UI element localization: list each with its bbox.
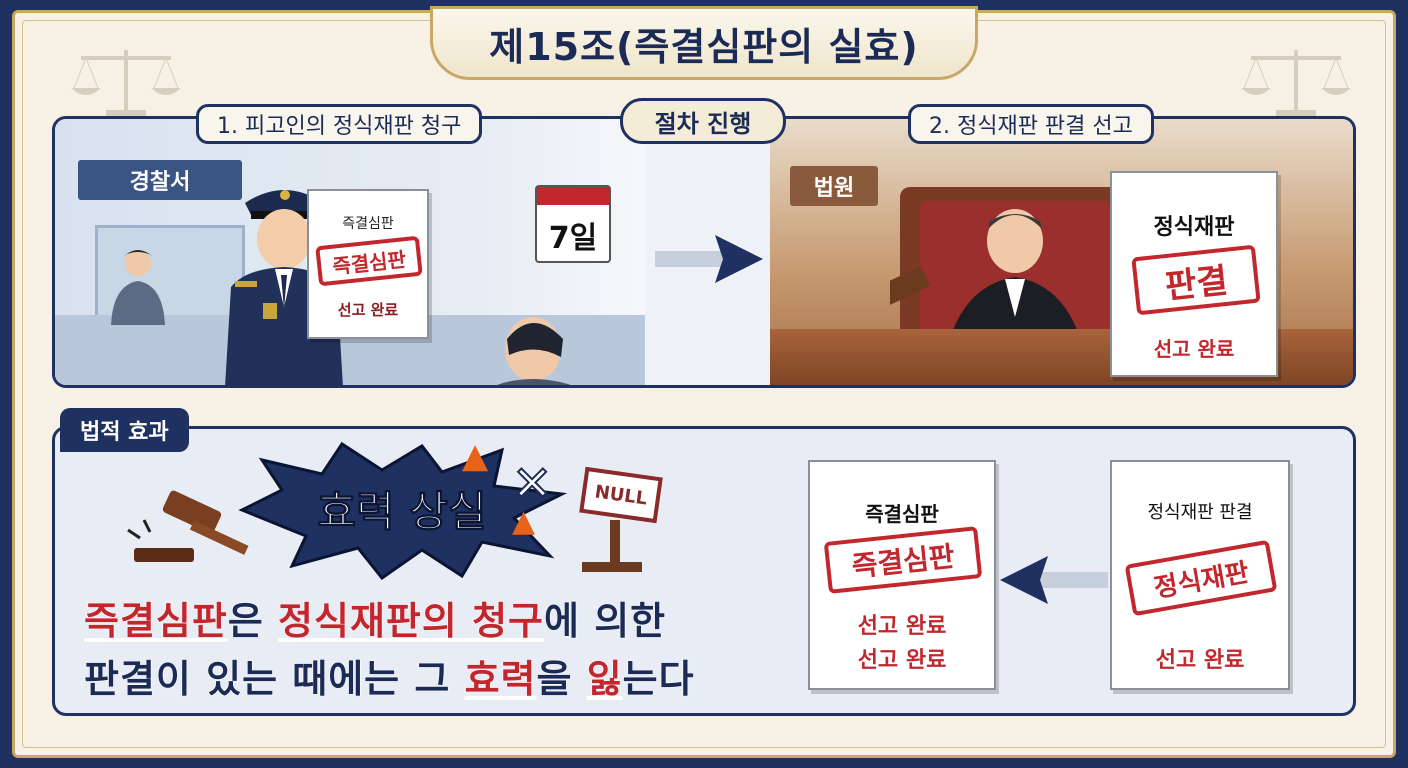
document-stamp: 정식재판 [1124, 539, 1278, 617]
nullify-label: 효력 상실 [317, 486, 487, 536]
defendant-figure [497, 317, 571, 385]
document-footer: 선고 완료 [337, 301, 399, 319]
rule-text: 는다 [622, 657, 695, 702]
summary-trial-document: 즉결심판 즉결심판 선고 완료 [307, 189, 429, 339]
place-tag-police-station: 경찰서 [78, 160, 242, 200]
null-sign-base [582, 562, 642, 572]
procedure-badge: 절차 진행 [620, 98, 786, 144]
invalidated-summary-trial-document: 즉결심판 즉결심판 선고 완료 선고 완료 [808, 460, 996, 690]
document-footer: 선고 완료 [1155, 648, 1245, 673]
nullify-burst-shape [238, 441, 568, 580]
rule-text: 은 [227, 599, 279, 644]
null-sign-post [610, 520, 620, 570]
police-station-scene: 즉결심판 즉결심판 선고 완료 7일 [55, 119, 645, 385]
place-tag-court: 법원 [790, 166, 878, 206]
procedure-panel: 즉결심판 즉결심판 선고 완료 7일 정식재판 판결 선고 완료 [52, 116, 1356, 388]
rule-text: 에 의한 [543, 599, 667, 644]
scales-of-justice-icon [71, 50, 181, 118]
calendar-days: 7일 [548, 221, 598, 256]
document-footer: 선고 완료 [1153, 337, 1235, 361]
rule-term-formal-trial-request: 정식재판의 청구 [278, 599, 544, 644]
document-stamp: 즉결심판 [823, 526, 983, 594]
step1-label: 1. 피고인의 정식재판 청구 [196, 104, 483, 144]
arrow-right-icon [655, 235, 763, 283]
gavel-icon [127, 490, 249, 562]
document-stamp: 즉결심판 [315, 235, 423, 287]
title-plate: 제15조(즉결심판의 실효) [430, 6, 978, 80]
calendar-icon: 7일 [535, 185, 611, 263]
fire-icon: ▲ [462, 436, 489, 476]
document-footer: 선고 완료 [857, 614, 947, 639]
document-footer: 선고 완료 [857, 648, 947, 673]
document-header: 정식재판 [1153, 215, 1235, 240]
fire-icon: ▲ [512, 504, 536, 539]
clerk-figure [111, 250, 165, 325]
rule-term-lose: 잃 [586, 657, 623, 702]
document-header: 정식재판 판결 [1147, 502, 1253, 523]
rule-text-line2: 판결이 있는 때에는 그 효력을 잃는다 [84, 648, 695, 703]
document-stamp: 판결 [1131, 244, 1261, 316]
rule-term-summary-trial: 즉결심판 [84, 599, 228, 644]
rule-text-line1: 즉결심판은 정식재판의 청구에 의한 [84, 590, 666, 645]
courtroom-scene: 정식재판 판결 선고 완료 [770, 119, 1353, 385]
step2-label: 2. 정식재판 판결 선고 [908, 104, 1154, 144]
arrow-left-icon [1000, 556, 1108, 604]
legal-effect-tag: 법적 효과 [60, 408, 189, 452]
rule-text: 판결이 있는 때에는 그 [84, 657, 465, 702]
scales-of-justice-icon [1241, 50, 1351, 118]
document-header: 즉결심판 [865, 502, 939, 526]
cross-mark-icon: ✕ [511, 455, 553, 513]
page-title: 제15조(즉결심판의 실효) [489, 24, 919, 69]
rule-term-effect: 효력 [464, 657, 537, 702]
document-header: 즉결심판 [342, 216, 394, 232]
formal-trial-verdict-document: 정식재판 판결 정식재판 선고 완료 [1110, 460, 1290, 690]
rule-text: 을 [536, 657, 587, 702]
formal-trial-verdict-document: 정식재판 판결 선고 완료 [1110, 171, 1278, 377]
